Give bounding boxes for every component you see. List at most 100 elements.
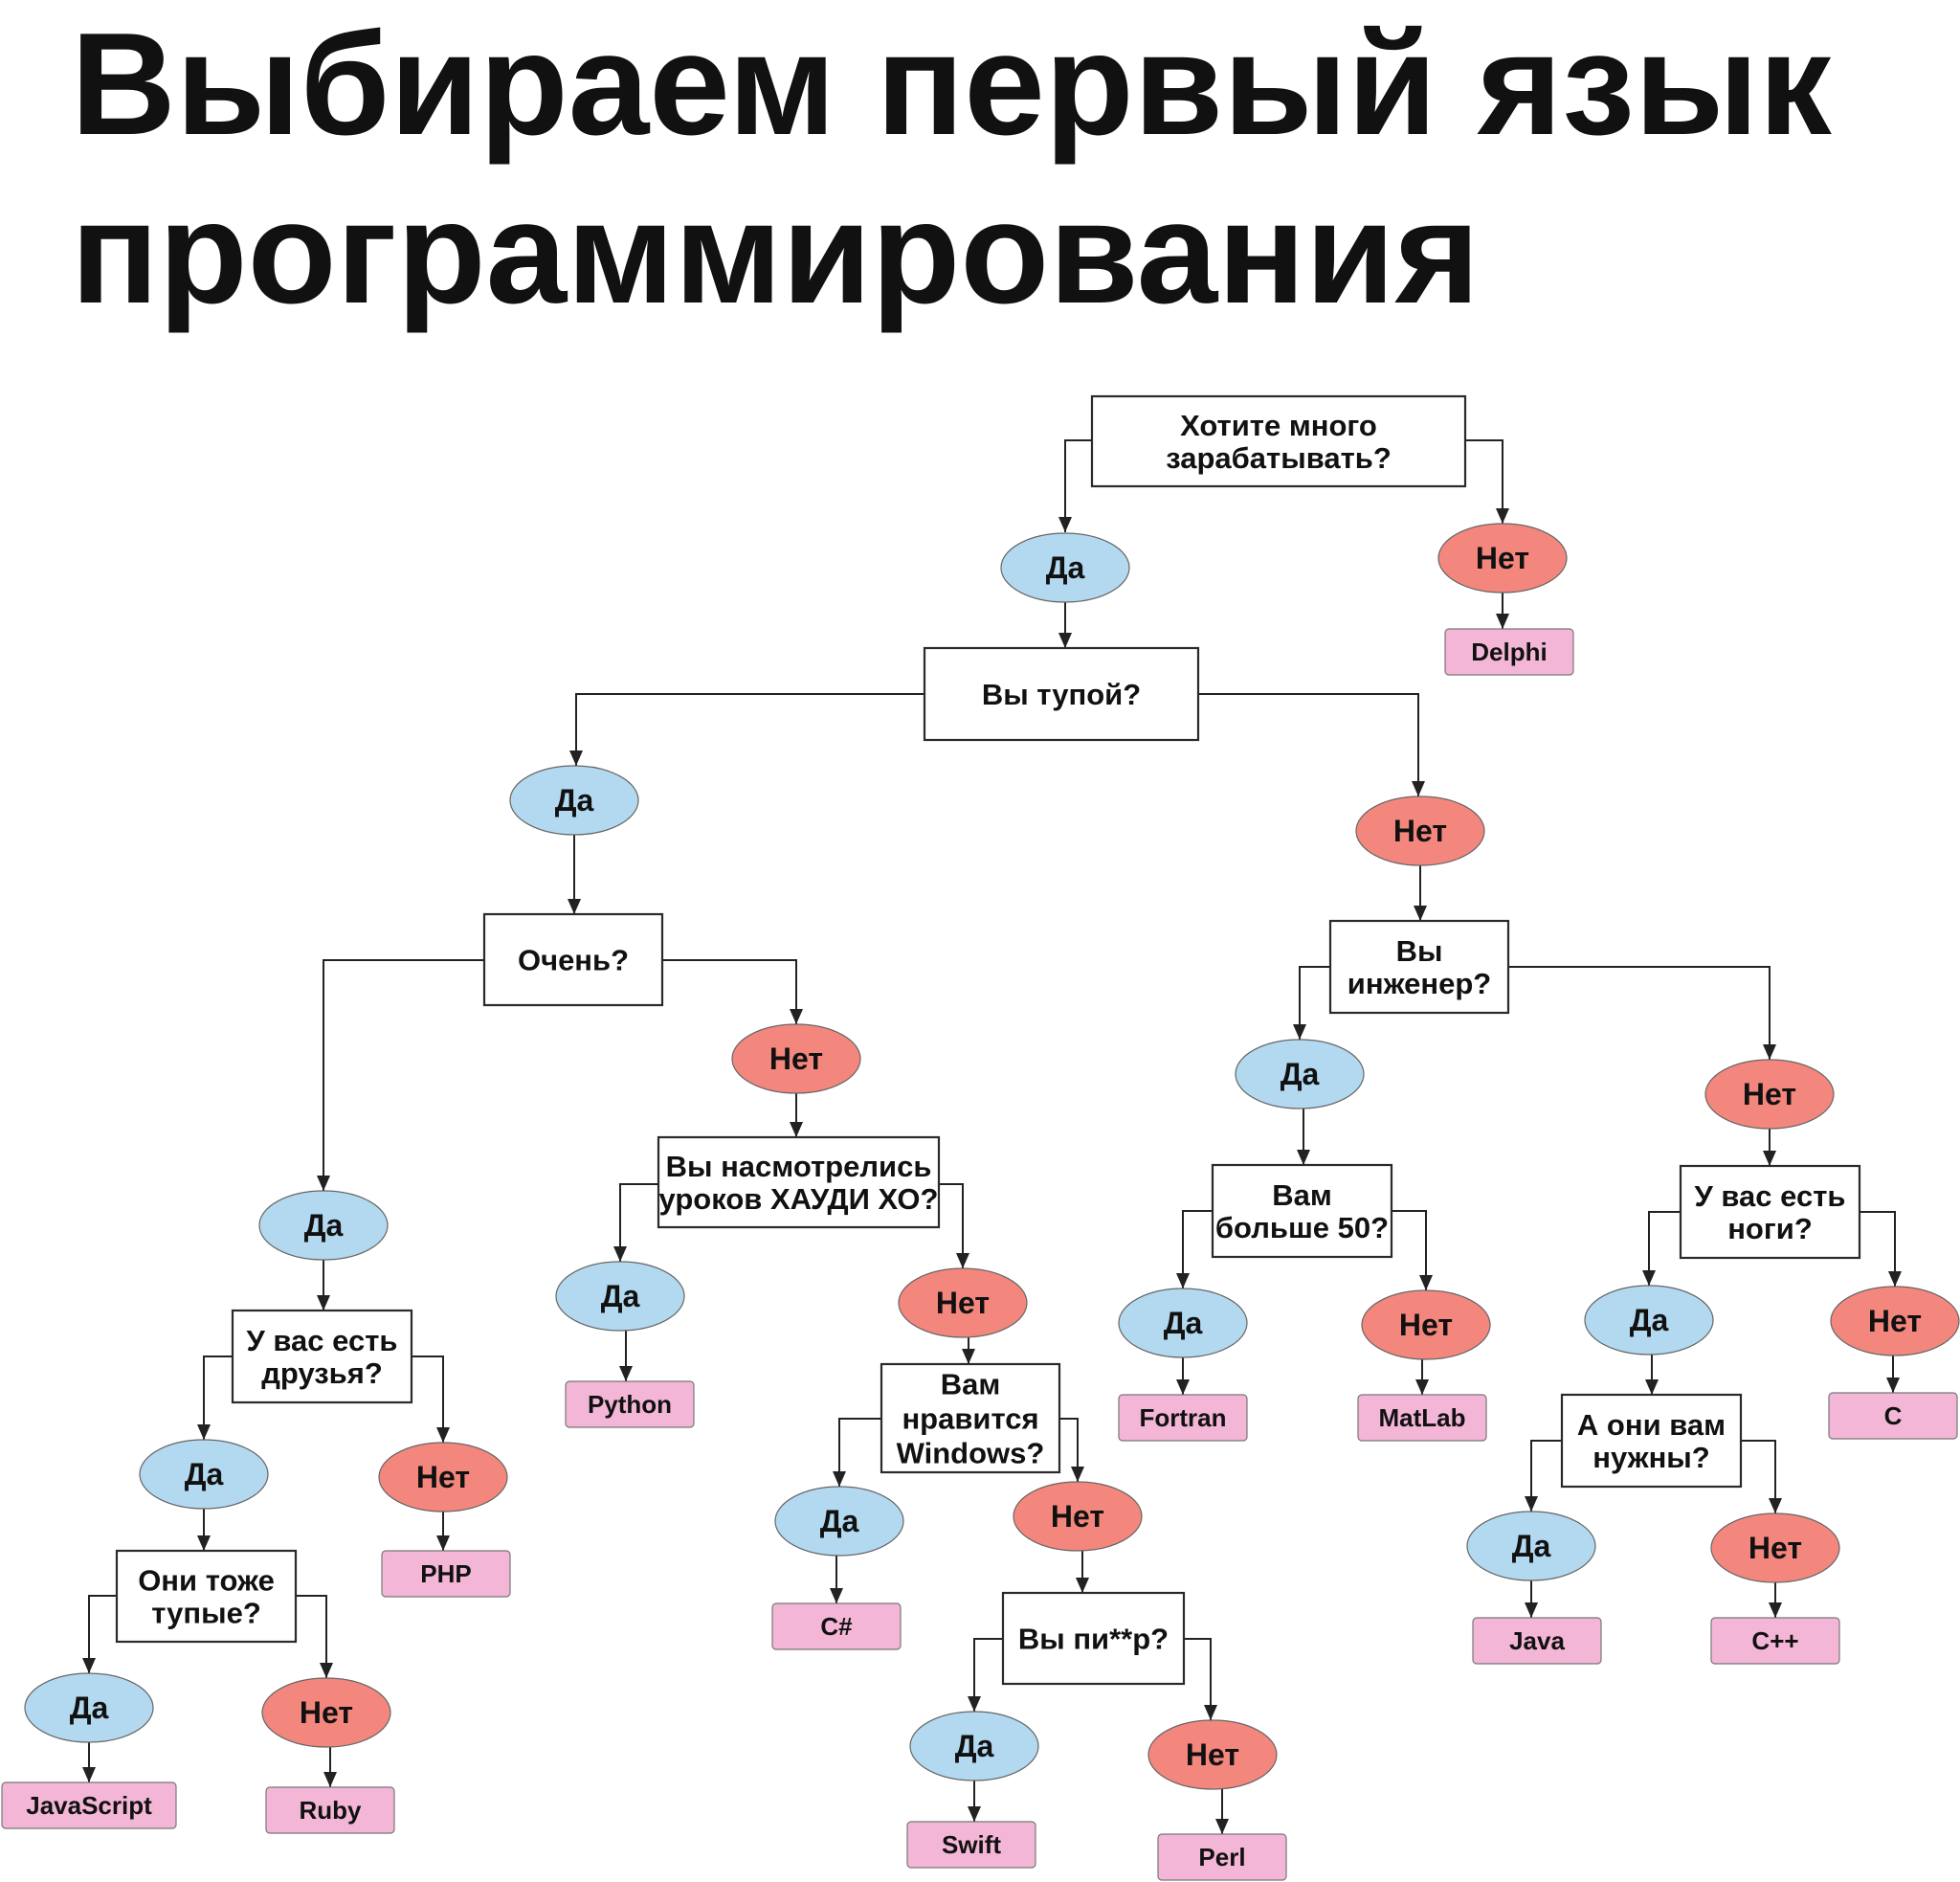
language-ruby: Ruby <box>265 1786 395 1834</box>
page-title: Выбираем первый язык программирования <box>71 0 1947 337</box>
connector <box>412 1355 444 1443</box>
arrow-head <box>1496 508 1509 524</box>
language-label: JavaScript <box>26 1791 152 1820</box>
arrow-head <box>956 1253 969 1268</box>
question-text: зарабатывать? <box>1166 441 1392 475</box>
answer-label: Нет <box>416 1460 470 1494</box>
connector <box>1530 1440 1562 1512</box>
connector <box>1508 966 1771 1060</box>
answer-oval <box>1147 1719 1278 1790</box>
question-text: Вы насмотрелись <box>666 1150 932 1183</box>
language-cpp: C++ <box>1710 1617 1840 1665</box>
arrow-head <box>569 751 583 766</box>
answer-oval <box>1355 795 1485 866</box>
connector <box>1392 1210 1427 1290</box>
language-java: Java <box>1472 1617 1602 1665</box>
arrow-head <box>1525 1496 1538 1512</box>
answer-no: Нет <box>1704 1059 1835 1130</box>
language-csharp: C# <box>771 1602 902 1650</box>
language-php: PHP <box>381 1550 511 1598</box>
answer-yes: Да <box>24 1672 154 1743</box>
answer-yes: Да <box>1235 1039 1365 1109</box>
answer-label: Да <box>601 1279 640 1313</box>
language-label: Java <box>1509 1626 1565 1655</box>
answer-yes: Да <box>1000 532 1130 603</box>
question-text: Очень? <box>518 944 629 977</box>
connector <box>1059 1418 1079 1482</box>
question-text: ноги? <box>1727 1212 1813 1245</box>
answer-label: Да <box>1281 1057 1320 1091</box>
answer-label: Да <box>1630 1303 1669 1337</box>
language-delphi: Delphi <box>1444 628 1574 676</box>
question-text: Они тоже <box>138 1564 275 1598</box>
language-box <box>265 1786 395 1834</box>
question-text: У вас есть <box>1695 1179 1846 1213</box>
answer-oval <box>774 1486 904 1557</box>
question-text: Вам <box>941 1368 1001 1401</box>
question-stupid: Вы тупой? <box>923 646 1200 742</box>
language-matlab: MatLab <box>1357 1394 1487 1442</box>
answer-label: Да <box>185 1457 224 1491</box>
arrow-head <box>1769 1498 1782 1513</box>
arrow-head <box>1297 1150 1310 1165</box>
answer-label: Нет <box>1743 1077 1796 1111</box>
question-text: Хотите много <box>1180 409 1377 442</box>
answer-yes: Да <box>1584 1285 1714 1355</box>
title-line-2: программирования <box>71 171 1481 334</box>
answer-oval <box>139 1439 269 1510</box>
answer-yes: Да <box>774 1486 904 1557</box>
arrow-head <box>82 1767 96 1782</box>
language-label: C <box>1884 1401 1903 1430</box>
arrow-head <box>436 1427 450 1443</box>
answer-oval <box>1710 1512 1840 1583</box>
flowchart-connectors <box>82 439 1902 1834</box>
arrow-head <box>1412 781 1425 796</box>
answer-no: Нет <box>1147 1719 1278 1790</box>
connector <box>619 1183 658 1262</box>
question-box <box>1211 1163 1393 1259</box>
language-label: Swift <box>942 1830 1001 1859</box>
connector <box>1648 1211 1681 1286</box>
arrow-head <box>1886 1378 1900 1393</box>
answer-oval <box>1584 1285 1714 1355</box>
question-very: Очень? <box>482 912 664 1007</box>
arrow-head <box>568 899 581 914</box>
answer-oval <box>378 1442 508 1512</box>
answer-no: Нет <box>731 1023 861 1094</box>
language-box <box>1710 1617 1840 1665</box>
question-text: Вам <box>1272 1178 1332 1212</box>
connector <box>1184 1638 1212 1720</box>
arrow-head <box>323 1772 337 1787</box>
answer-label: Нет <box>1476 541 1529 575</box>
answer-oval <box>1466 1511 1596 1581</box>
arrow-head <box>962 1349 975 1364</box>
answer-oval <box>1361 1289 1491 1360</box>
question-text: Вы тупой? <box>982 678 1141 711</box>
question-box <box>115 1549 298 1644</box>
arrow-head <box>968 1806 981 1822</box>
question-text: нужны? <box>1592 1441 1709 1474</box>
arrow-head <box>1525 1602 1538 1618</box>
answer-label: Нет <box>1399 1308 1453 1342</box>
answer-label: Да <box>304 1208 344 1243</box>
language-label: PHP <box>420 1559 471 1588</box>
answer-no: Нет <box>1830 1286 1960 1356</box>
question-text: больше 50? <box>1215 1211 1389 1244</box>
arrow-head <box>1058 633 1072 648</box>
question-box <box>1679 1164 1861 1260</box>
answer-no: Нет <box>1710 1512 1840 1583</box>
arrow-head <box>82 1658 96 1673</box>
answer-label: Нет <box>1051 1499 1104 1534</box>
language-box <box>381 1550 511 1598</box>
connector <box>1741 1440 1776 1513</box>
question-box <box>482 912 664 1007</box>
language-c: C <box>1828 1392 1958 1440</box>
answer-label: Нет <box>300 1695 353 1730</box>
answer-oval <box>1437 523 1568 594</box>
